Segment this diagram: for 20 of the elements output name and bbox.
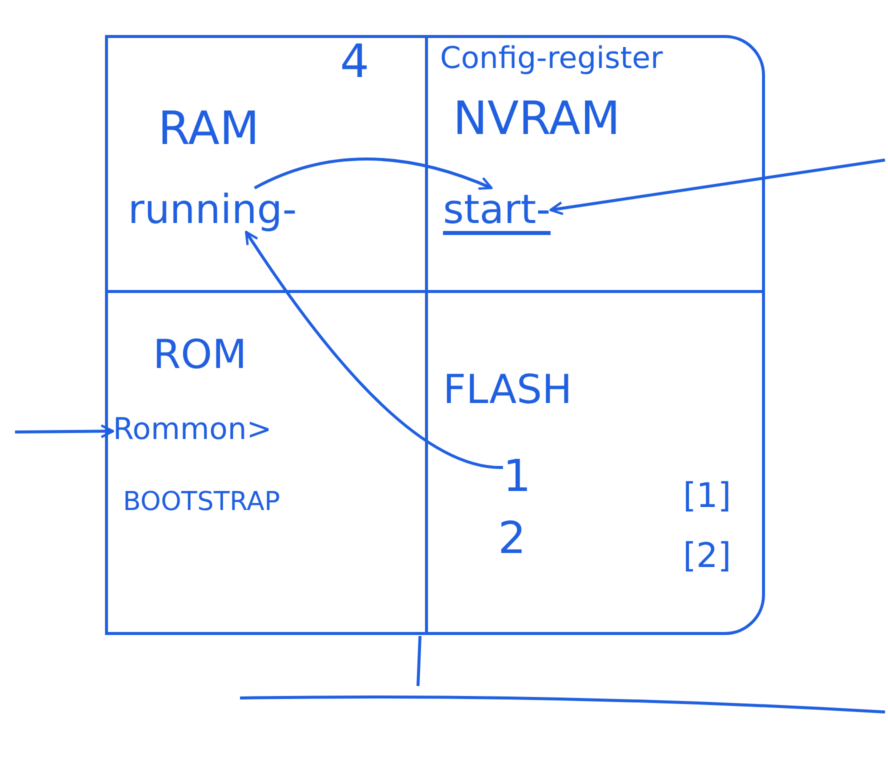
- arrow: [254, 158, 493, 190]
- note-text: [2]: [683, 538, 732, 576]
- memory-label: FLASH: [443, 368, 572, 412]
- memory-entry: 1: [503, 453, 531, 502]
- arrow: [549, 158, 886, 216]
- memory-entry: start-: [443, 188, 551, 232]
- memory-entry: running-: [128, 188, 297, 232]
- memory-entry: 2: [498, 515, 526, 564]
- memory-label: NVRAM: [453, 93, 620, 144]
- memory-outline: [105, 35, 765, 635]
- note-text: 4: [340, 36, 370, 87]
- note-text: [1]: [683, 478, 732, 516]
- memory-entry: Rommon>: [113, 413, 272, 446]
- memory-label: ROM: [153, 333, 247, 377]
- arrow: [14, 424, 114, 438]
- memory-entry: BOOTSTRAP: [123, 488, 280, 517]
- memory-cell: [108, 38, 428, 293]
- memory-label: Config-register: [440, 42, 663, 75]
- memory-label: RAM: [158, 103, 260, 154]
- arrow: [244, 230, 504, 470]
